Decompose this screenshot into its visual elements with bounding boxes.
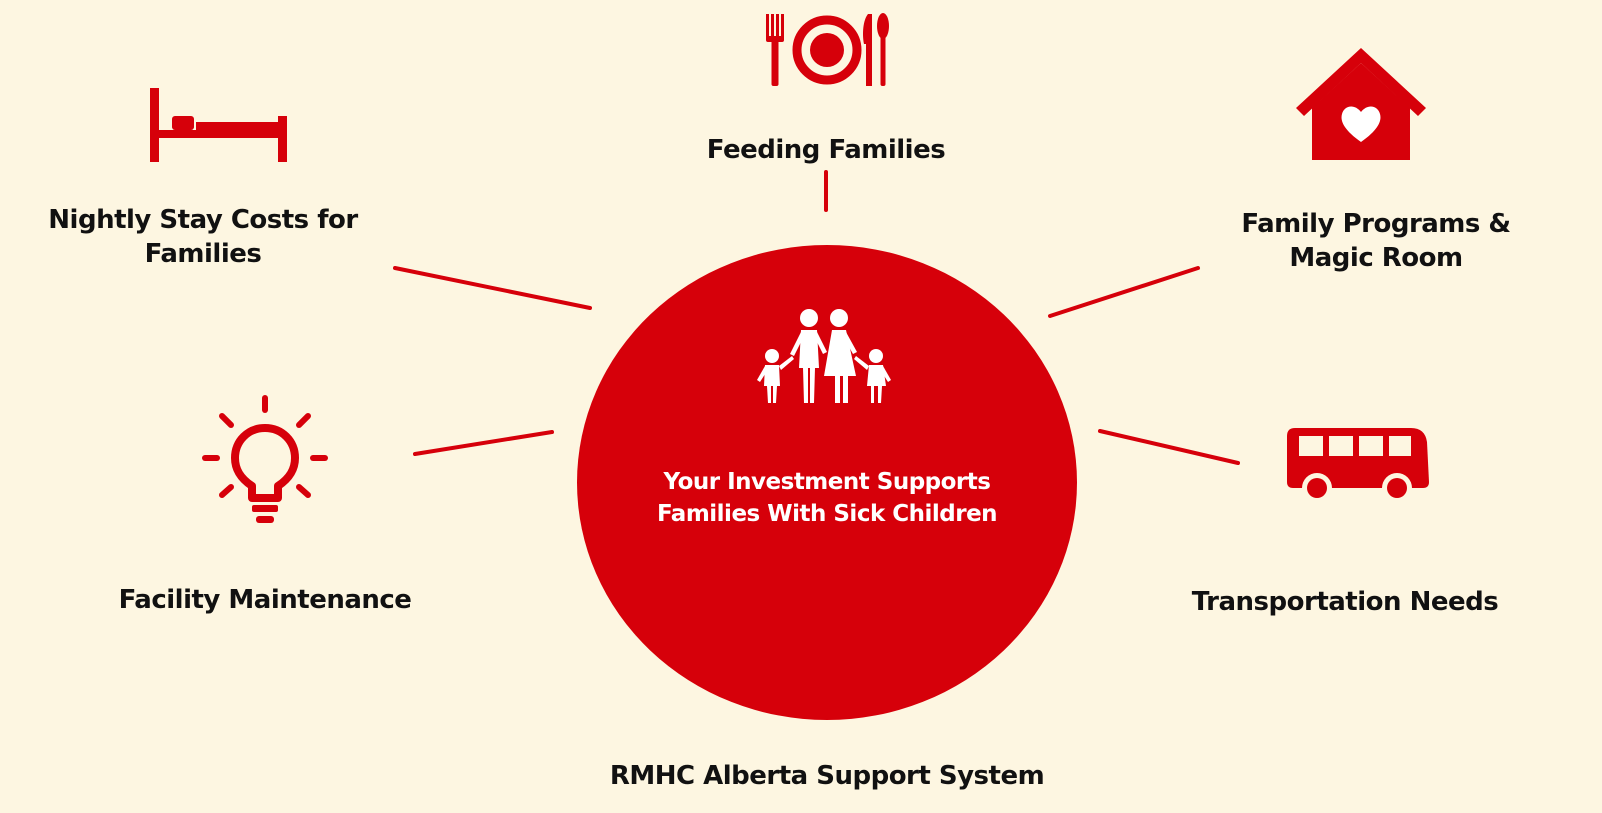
node-feeding: Feeding Families: [656, 134, 996, 168]
node-programs-line1: Family Programs &: [1241, 209, 1511, 239]
bed-icon: [150, 88, 287, 162]
connector-facility: [413, 430, 554, 456]
node-programs-line2: Magic Room: [1289, 242, 1463, 273]
node-nightly-line2: Families: [144, 238, 262, 269]
connector-programs: [1048, 266, 1200, 318]
node-transport: Transportation Needs: [1150, 586, 1540, 620]
plate-utensils-icon: [766, 13, 889, 86]
node-feeding-line1: Feeding Families: [706, 135, 946, 165]
hub-label-line1: Your Investment Supports: [663, 469, 991, 495]
diagram-title: RMHC Alberta Support System: [500, 760, 1154, 794]
connector-transport: [1098, 429, 1240, 465]
node-facility-line1: Facility Maintenance: [118, 585, 412, 615]
house-heart-icon: [1296, 48, 1426, 160]
lightbulb-icon: [202, 395, 328, 523]
node-facility: Facility Maintenance: [40, 584, 490, 618]
bus-icon: [1287, 428, 1429, 503]
node-transport-line1: Transportation Needs: [1191, 587, 1499, 617]
hub-label-line2: Families With Sick Children: [656, 501, 998, 528]
diagram-title-text: RMHC Alberta Support System: [609, 761, 1045, 791]
family-icon: [757, 309, 891, 403]
node-programs: Family Programs & Magic Room: [1196, 208, 1556, 276]
connector-nightly: [393, 266, 592, 310]
hub-circle: [577, 245, 1077, 720]
hub-label: Your Investment Supports Families With S…: [577, 466, 1077, 530]
node-nightly: Nightly Stay Costs for Families: [3, 204, 403, 272]
node-nightly-line1: Nightly Stay Costs for: [48, 205, 358, 235]
